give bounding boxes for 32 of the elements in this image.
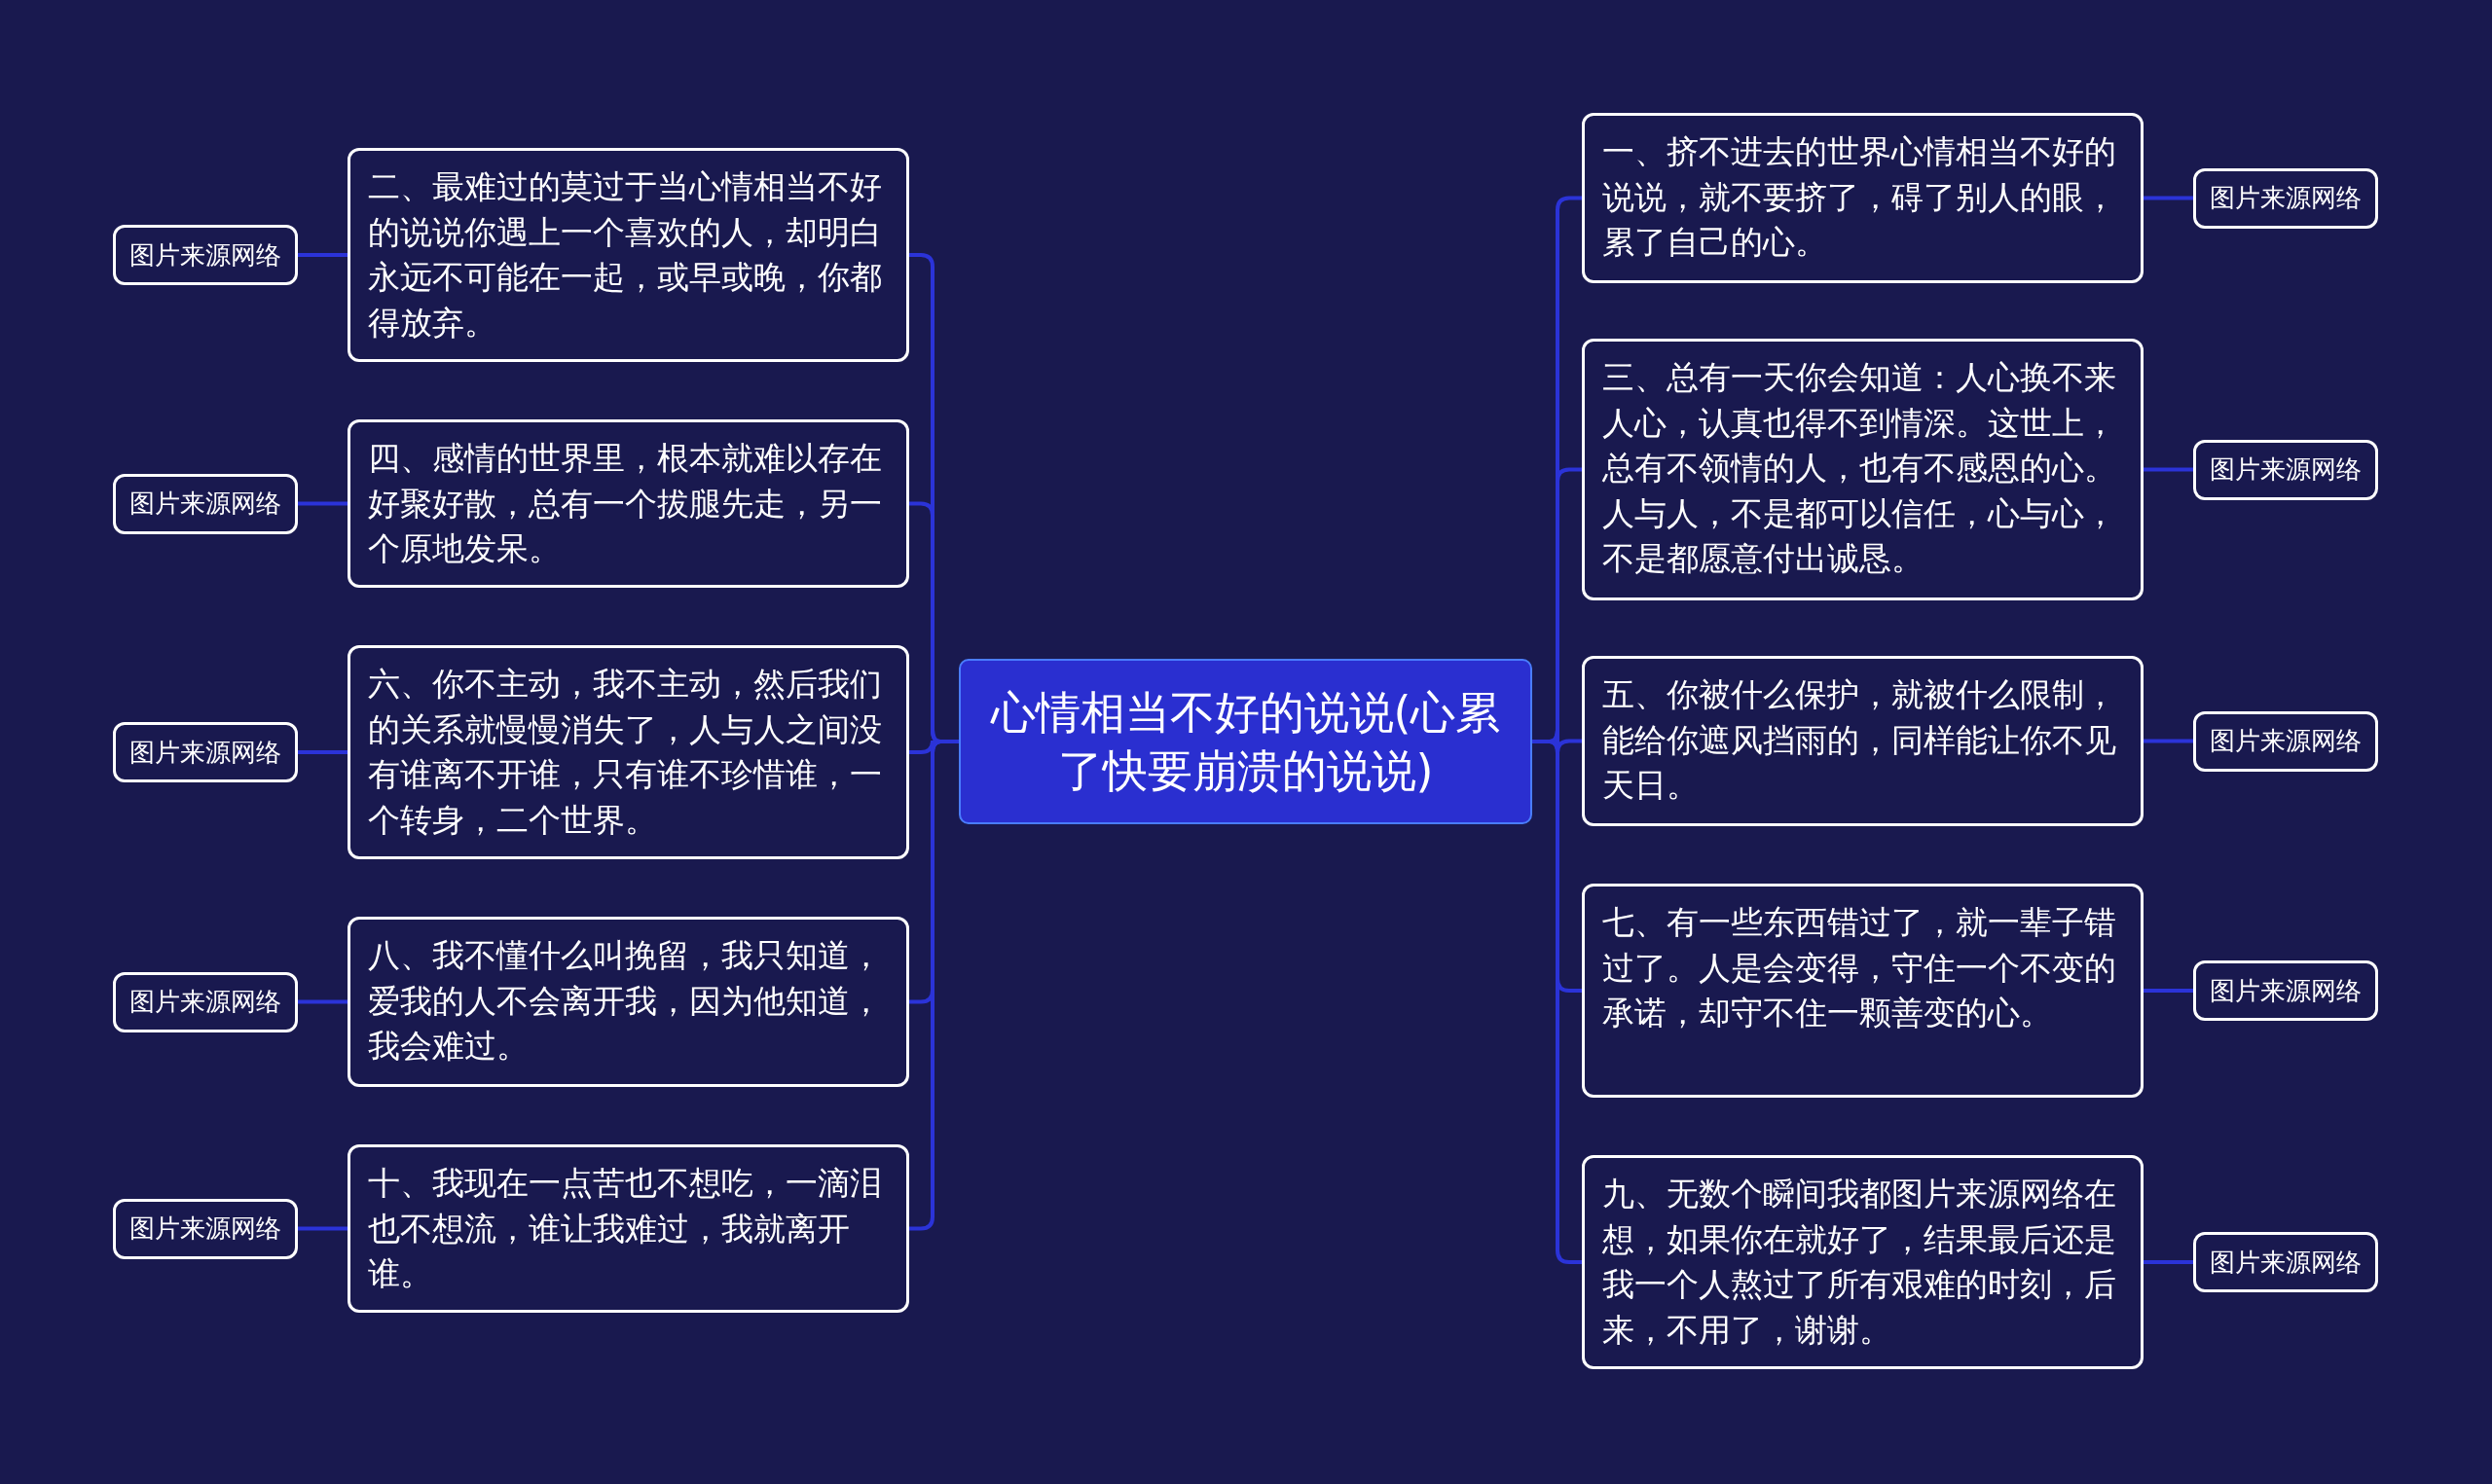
source-tag: 图片来源网络 bbox=[113, 225, 298, 285]
quote-box: 八、我不懂什么叫挽留，我只知道，爱我的人不会离开我，因为他知道，我会难过。 bbox=[348, 917, 909, 1087]
quote-box: 七、有一些东西错过了，就一辈子错过了。人是会变得，守住一个不变的承诺，却守不住一颗善变的心。 bbox=[1582, 884, 2144, 1098]
connector-line bbox=[2144, 196, 2193, 200]
quote-box: 九、无数个瞬间我都图片来源网络在想，如果你在就好了，结果最后还是我一个人熬过了所有艰难的时刻，后来，不用了，谢谢。 bbox=[1582, 1155, 2144, 1369]
source-tag: 图片来源网络 bbox=[2193, 167, 2378, 229]
connector-line bbox=[298, 750, 348, 754]
quote-box: 四、感情的世界里，根本就难以存在好聚好散，总有一个拔腿先走，另一个原地发呆。 bbox=[348, 419, 909, 588]
source-tag: 图片来源网络 bbox=[2193, 439, 2378, 500]
source-tag: 图片来源网络 bbox=[2193, 1232, 2378, 1292]
topic-box: 心情相当不好的说说(心累了快要崩溃的说说) bbox=[959, 659, 1532, 824]
source-tag: 图片来源网络 bbox=[113, 722, 298, 782]
quote-box: 六、你不主动，我不主动，然后我们的关系就慢慢消失了，人与人之间没有谁离不开谁，只有谁不珍惜谁，一个转身，二个世界。 bbox=[348, 645, 909, 859]
source-tag: 图片来源网络 bbox=[113, 473, 298, 534]
connector-line bbox=[2144, 1260, 2193, 1264]
connector-line bbox=[298, 501, 348, 506]
connector-line bbox=[909, 740, 959, 1231]
source-tag: 图片来源网络 bbox=[2193, 960, 2378, 1021]
connector-line bbox=[2144, 989, 2193, 993]
quote-box: 三、总有一天你会知道：人心换不来人心，认真也得不到情深。这世上，总有不领情的人，也有不感恩的心。人与人，不是都可以信任，心与心，不是都愿意付出诚恳。 bbox=[1582, 339, 2144, 600]
source-tag: 图片来源网络 bbox=[2193, 710, 2378, 772]
quote-box: 二、最难过的莫过于当心情相当不好的说说你遇上一个喜欢的人，却明白永远不可能在一起，或早或晚，你都得放弃。 bbox=[348, 148, 909, 362]
connector-line bbox=[2144, 739, 2193, 743]
quote-box: 一、挤不进去的世界心情相当不好的说说，就不要挤了，碍了别人的眼，累了自己的心。 bbox=[1582, 113, 2144, 283]
connector-line bbox=[298, 999, 348, 1004]
connector-line bbox=[2144, 467, 2193, 472]
quote-box: 十、我现在一点苦也不想吃，一滴泪也不想流，谁让我难过，我就离开谁。 bbox=[348, 1144, 909, 1313]
connector-line bbox=[298, 253, 348, 257]
source-tag: 图片来源网络 bbox=[113, 1198, 298, 1259]
quote-box: 五、你被什么保护，就被什么限制，能给你遮风挡雨的，同样能让你不见天日。 bbox=[1582, 656, 2144, 826]
connector-line bbox=[298, 1226, 348, 1231]
source-tag: 图片来源网络 bbox=[113, 971, 298, 1032]
